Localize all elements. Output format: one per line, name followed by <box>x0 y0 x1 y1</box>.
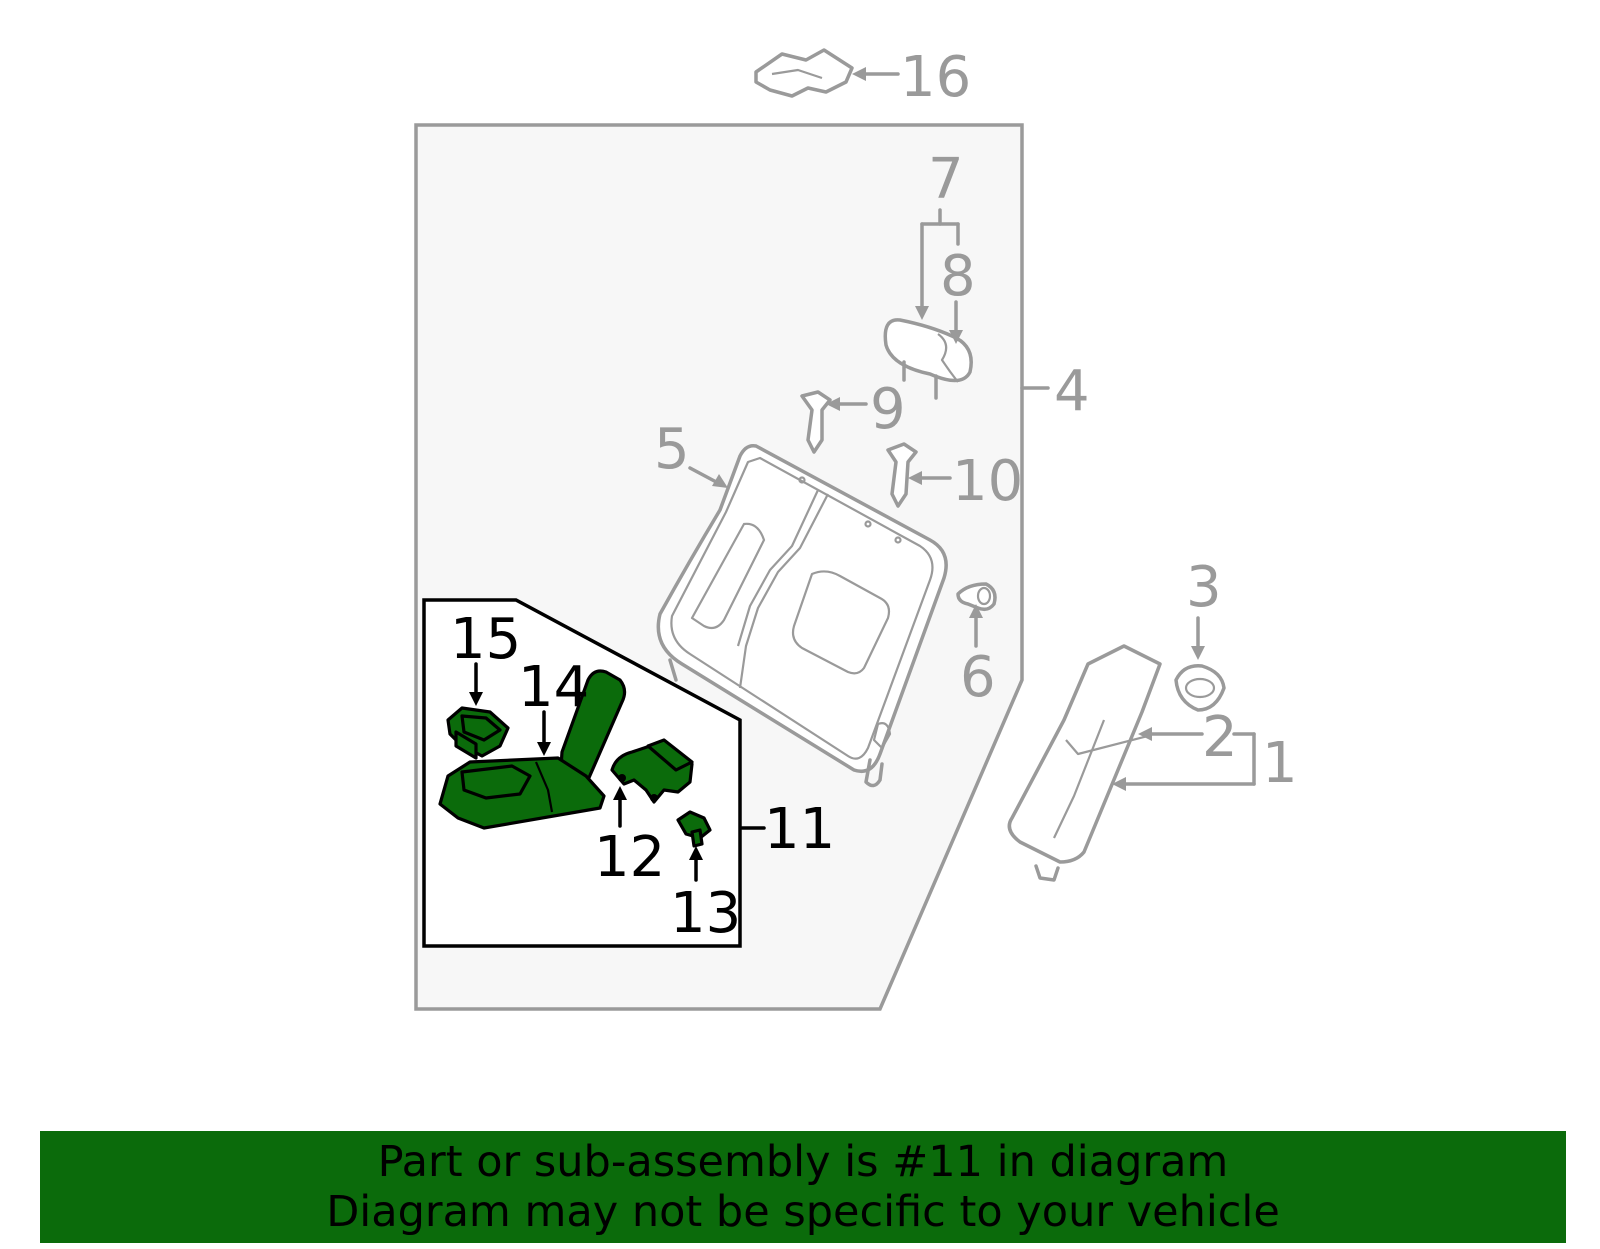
callout-12: 12 <box>594 825 665 890</box>
callout-10: 10 <box>952 449 1023 514</box>
banner-line-1: Part or sub-assembly is #11 in diagram <box>377 1137 1229 1187</box>
callout-4: 4 <box>1054 359 1090 424</box>
part-15-cup-holder[interactable] <box>446 706 510 760</box>
arrowhead-8 <box>949 330 963 344</box>
callout-2: 2 <box>1202 705 1238 770</box>
part-9-guide[interactable] <box>800 390 832 454</box>
arrowhead-12 <box>613 786 627 800</box>
callout-16: 16 <box>900 45 971 110</box>
arrowhead-10 <box>908 471 922 485</box>
arrowhead-1 <box>1112 777 1126 791</box>
callout-7: 7 <box>928 147 964 212</box>
callout-11: 11 <box>764 797 835 862</box>
arrowhead-5 <box>712 474 728 488</box>
part-16-clip[interactable] <box>754 48 854 98</box>
part-12-hinge-bracket[interactable] <box>610 738 694 804</box>
arrowhead-3 <box>1191 646 1205 660</box>
arrowhead-9 <box>826 397 840 411</box>
part-6-hook[interactable] <box>956 582 997 612</box>
arrowhead-14 <box>537 742 551 756</box>
callout-3: 3 <box>1186 555 1222 620</box>
arrowhead-7 <box>915 306 929 320</box>
arrowhead-2 <box>1138 727 1152 741</box>
callout-13: 13 <box>670 881 741 946</box>
arrowhead-16 <box>852 67 866 81</box>
arrowhead-15 <box>469 692 483 706</box>
part-2-side-bolster[interactable] <box>1007 644 1162 882</box>
part-13-bolt[interactable] <box>676 810 712 848</box>
callout-14: 14 <box>518 655 589 720</box>
part-5-seat-back[interactable] <box>656 443 948 788</box>
callout-6: 6 <box>960 645 996 710</box>
arrowhead-6 <box>969 604 983 618</box>
callout-5: 5 <box>654 417 690 482</box>
info-banner: Part or sub-assembly is #11 in diagram D… <box>40 1131 1566 1243</box>
part-10-guide[interactable] <box>886 442 918 508</box>
callout-8: 8 <box>940 244 976 309</box>
callout-9: 9 <box>870 377 906 442</box>
callout-15: 15 <box>450 607 521 672</box>
banner-line-2: Diagram may not be specific to your vehi… <box>326 1187 1280 1237</box>
arrowhead-13 <box>689 846 703 860</box>
part-7-headrest[interactable] <box>883 318 973 400</box>
part-3-latch-cover[interactable] <box>1174 664 1226 712</box>
callout-1: 1 <box>1262 731 1298 796</box>
part-14-armrest[interactable] <box>438 669 627 830</box>
